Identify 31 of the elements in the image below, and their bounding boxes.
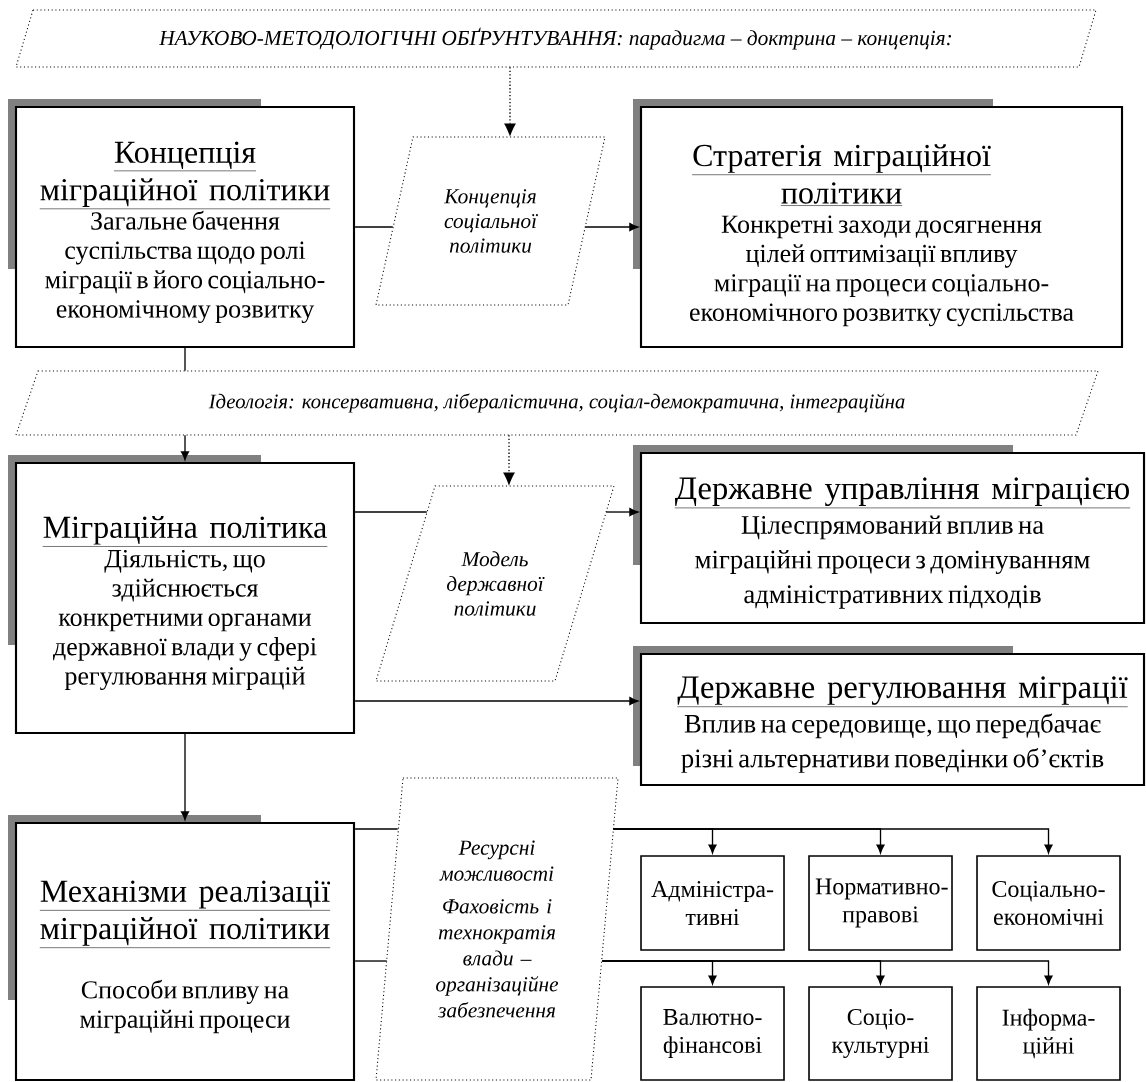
process-box: Державне регулювання міграції Вплив на середовище, що передбачає різні альтернативи поведінки об’єктів (633, 646, 1146, 787)
process-box: Стратегія міграційної політики Конкретні заходи досягнення цілей оптимізації впливу міграції на процеси соціально-економічного розвитку суспільства (633, 99, 1124, 349)
arrow (612, 828, 1053, 854)
connector-line (184, 347, 186, 372)
arrow (601, 960, 1053, 985)
parallelogram: Концепція соціальної політики (375, 136, 606, 306)
connector-line (354, 226, 394, 228)
parallelogram: Модель державної політики (375, 485, 615, 682)
category-box: Нормативно-правові (808, 855, 953, 951)
parallelogram: Ідеологія: консервативна, лібералістична, соціал-демократична, інтеграційна (15, 370, 1099, 436)
arrow (180, 434, 190, 461)
arrow (584, 222, 639, 232)
connector-line (354, 511, 428, 513)
category-box: Інформа- ційні (976, 986, 1121, 1081)
arrow (503, 434, 515, 486)
connector-line (354, 828, 399, 830)
category-box: Соціо- культурні (808, 986, 953, 1081)
process-box: Механізми реалізації міграційної політики Способи впливу на міграційні процеси (8, 815, 356, 1082)
category-box: Адміністра- тивні (640, 855, 785, 951)
arrow (354, 696, 639, 706)
arrow (504, 66, 516, 137)
category-box: Соціально-економічні (976, 855, 1121, 951)
arrow (605, 507, 639, 517)
arrow (180, 733, 190, 821)
connector-line (354, 960, 388, 962)
process-box: Державне управління міграцією Цілеспрямований вплив на міграційні процеси з домінуванням адміністративних підходів (633, 445, 1146, 625)
process-box: Міграційна політика Діяльність, що здійснюється конкретними органами державної влади у сфері регулювання міграцій (8, 455, 356, 735)
parallelogram: Ресурсні можливості Фаховість і технократія влади – організаційне забезпечення (375, 777, 619, 1081)
process-box: Концепція міграційної політики Загальне бачення суспільства щодо ролі міграції в його соціально-економічному розвитку (8, 99, 356, 349)
parallelogram: НАУКОВО-МЕТОДОЛОГІЧНІ ОБҐРУНТУВАННЯ: парадигма – доктрина – концепція: (15, 9, 1097, 68)
category-box: Валютно-фінансові (640, 986, 785, 1081)
